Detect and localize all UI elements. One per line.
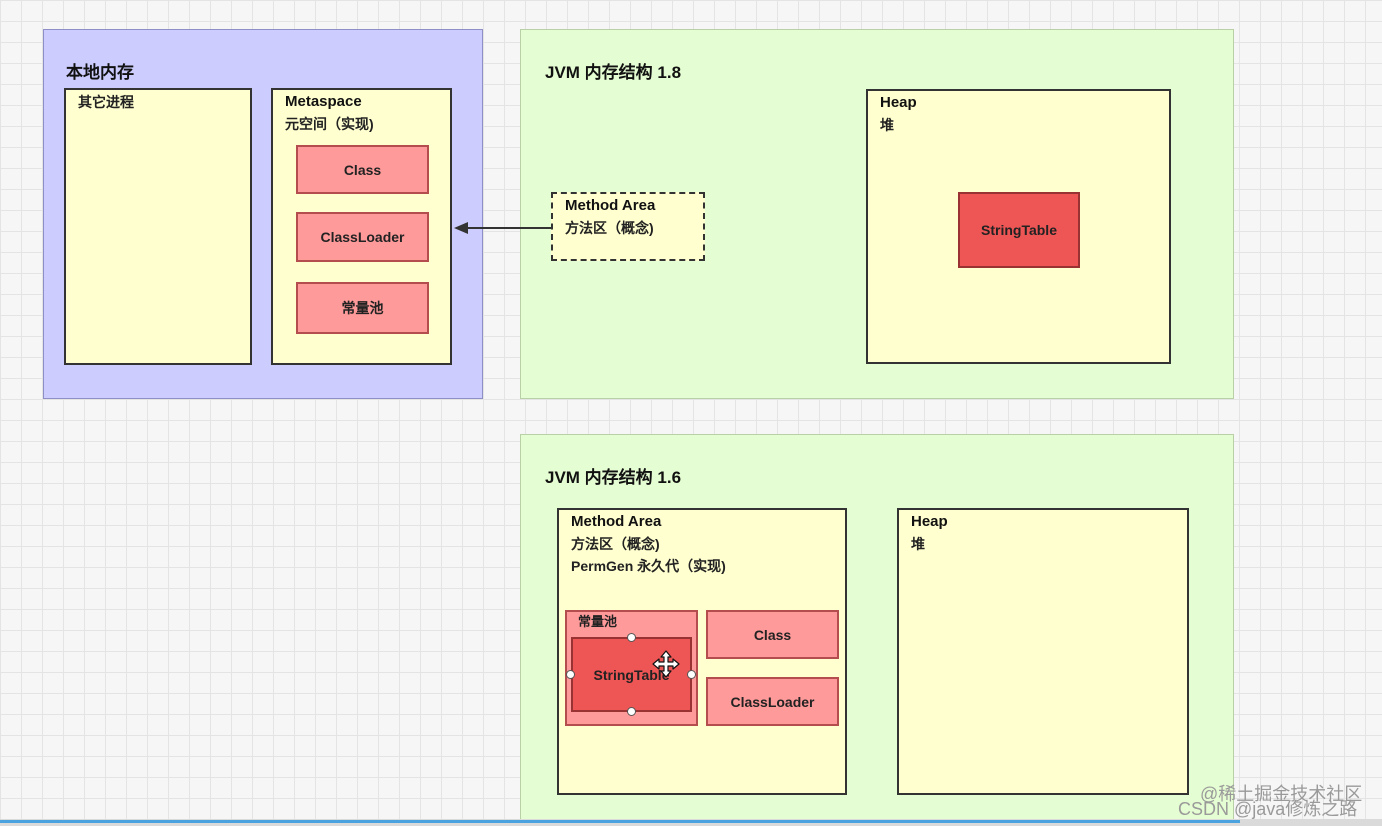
jvm16-classloader-box[interactable]: ClassLoader: [706, 677, 839, 726]
bottom-progress-accent: [0, 820, 1240, 823]
jvm16-heap-box[interactable]: Heap 堆: [897, 508, 1189, 795]
move-cursor-icon: [652, 650, 680, 678]
metaspace-subtitle: 元空间（实现): [285, 116, 374, 132]
local-memory-title: 本地内存: [66, 63, 134, 82]
selection-handle-left[interactable]: [566, 670, 575, 679]
jvm18-heap-box[interactable]: Heap 堆: [866, 89, 1171, 364]
jvm16-class-box[interactable]: Class: [706, 610, 839, 659]
other-process-box[interactable]: 其它进程: [64, 88, 252, 365]
jvm16-method-area-permgen: PermGen 永久代（实现): [571, 558, 726, 574]
other-process-label: 其它进程: [78, 94, 134, 110]
jvm18-method-area-title: Method Area: [565, 197, 656, 214]
selection-handle-top[interactable]: [627, 633, 636, 642]
jvm18-method-area-box[interactable]: Method Area 方法区（概念): [551, 192, 705, 261]
metaspace-title: Metaspace: [285, 93, 362, 110]
jvm16-title: JVM 内存结构 1.6: [545, 468, 682, 487]
jvm16-method-area-title: Method Area: [571, 513, 662, 530]
jvm18-heap-title: Heap: [880, 94, 917, 111]
metaspace-class-box[interactable]: Class: [296, 145, 429, 194]
watermark-juejin: @稀土掘金技术社区: [1200, 784, 1363, 804]
jvm18-method-area-subtitle: 方法区（概念): [565, 220, 654, 236]
selection-handle-bottom[interactable]: [627, 707, 636, 716]
jvm16-constant-pool-label: 常量池: [578, 614, 618, 629]
metaspace-constant-pool-box[interactable]: 常量池: [296, 282, 429, 334]
jvm18-heap-subtitle: 堆: [880, 117, 894, 133]
metaspace-classloader-box[interactable]: ClassLoader: [296, 212, 429, 262]
method-area-to-metaspace-arrow: [454, 222, 551, 234]
jvm16-method-area-concept: 方法区（概念): [571, 536, 660, 552]
watermark-csdn: CSDN @java修炼之路: [1178, 799, 1358, 819]
jvm16-heap-subtitle: 堆: [911, 536, 925, 552]
jvm18-title: JVM 内存结构 1.8: [545, 63, 682, 82]
jvm16-heap-title: Heap: [911, 513, 948, 530]
jvm18-string-table-box[interactable]: StringTable: [958, 192, 1080, 268]
selection-handle-right[interactable]: [687, 670, 696, 679]
